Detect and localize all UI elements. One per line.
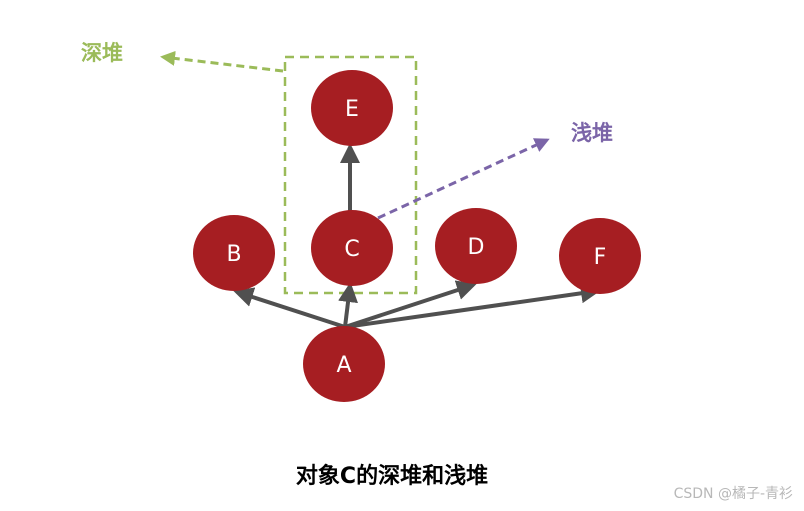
csdn-watermark: CSDN @橘子-青衫 (674, 486, 793, 502)
node-d: D (435, 208, 517, 284)
node-b-label: B (226, 242, 241, 267)
node-c-label: C (344, 237, 359, 262)
node-d-label: D (468, 235, 485, 260)
node-b: B (193, 215, 275, 291)
shallow-heap-label: 浅堆 (571, 121, 613, 145)
node-e-label: E (345, 97, 359, 122)
edge-a-to-c (338, 282, 358, 328)
edge-a-to-b (233, 287, 346, 329)
node-a: A (303, 326, 385, 402)
edge-a-to-d (344, 280, 477, 329)
node-a-label: A (336, 353, 351, 378)
edge-a-to-f (344, 283, 601, 329)
figure-caption: 对象C的深堆和浅堆 (296, 463, 488, 489)
node-f-label: F (594, 245, 607, 270)
shallow-heap-pointer (377, 138, 550, 220)
node-f: F (559, 218, 641, 294)
deep-heap-label: 深堆 (81, 41, 123, 65)
node-c: C (311, 210, 393, 286)
deep-heap-boundary (283, 55, 418, 295)
deep-heap-pointer (160, 50, 284, 73)
node-e: E (311, 70, 393, 146)
